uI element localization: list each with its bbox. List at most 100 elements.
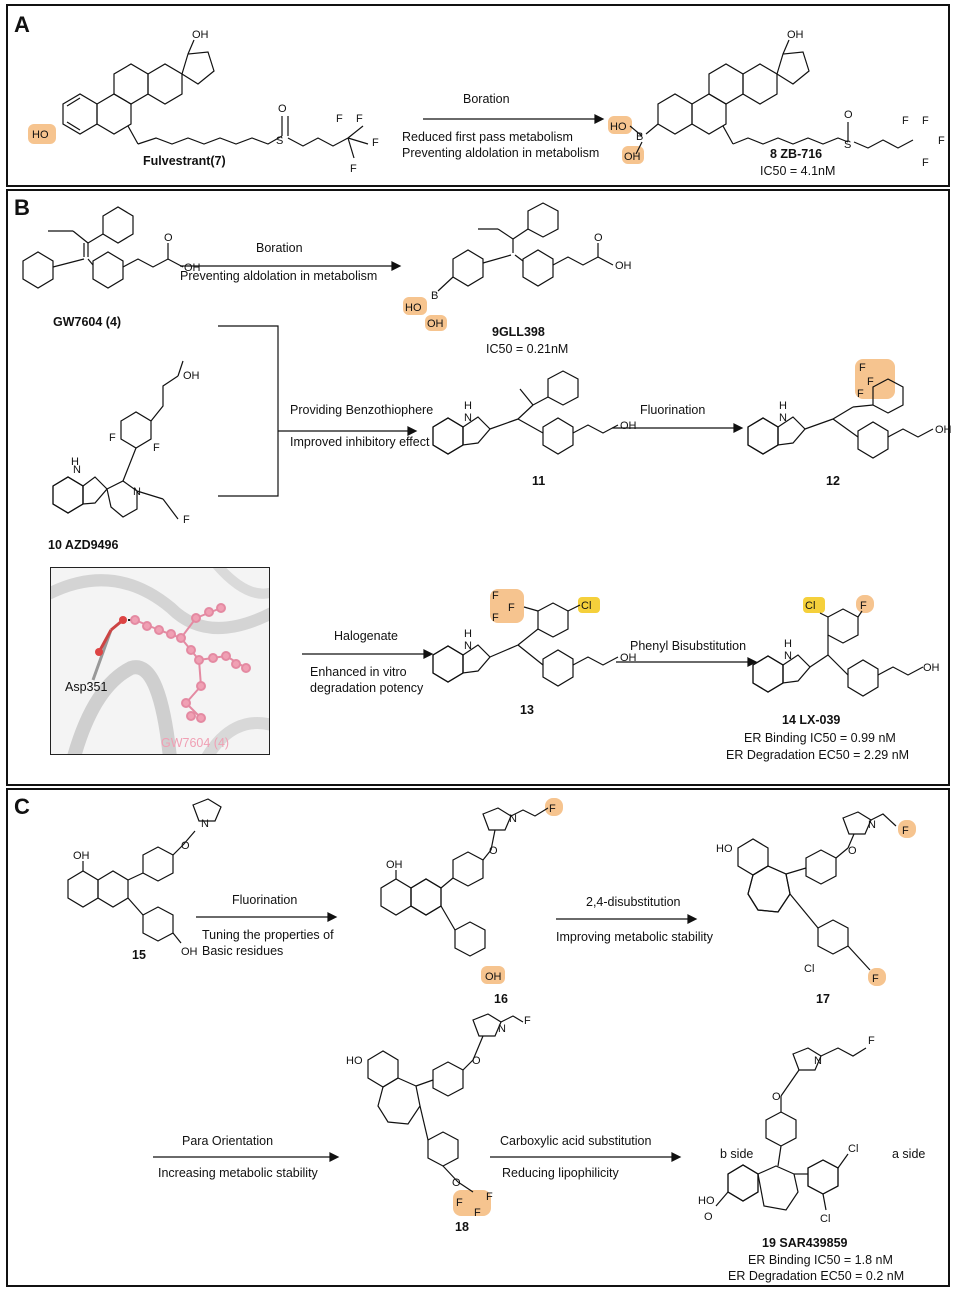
panel-c-arrow3-bottom: Increasing metabolic stability <box>158 1166 318 1180</box>
svg-text:Cl: Cl <box>581 600 591 612</box>
svg-text:F: F <box>492 590 499 602</box>
svg-text:F: F <box>867 376 874 388</box>
compound-13-label: 13 <box>520 703 534 717</box>
svg-text:F: F <box>486 1191 493 1203</box>
panel-a-arrow-bottom-1: Reduced first pass metabolism <box>402 130 573 144</box>
compound-zb716-ic50: IC50 = 4.1nM <box>760 164 836 178</box>
panel-b-arrow4-top: Halogenate <box>334 629 398 643</box>
svg-text:H: H <box>464 400 472 412</box>
svg-text:N: N <box>464 412 472 424</box>
svg-text:F: F <box>492 612 499 624</box>
compound-16-label: 16 <box>494 992 508 1006</box>
compound-16-structure: OHO NF OH <box>380 798 563 984</box>
compound-12-label: 12 <box>826 474 840 488</box>
b-side-label: b side <box>720 1147 754 1161</box>
panel-c-arrow3-top: Para Orientation <box>182 1134 274 1148</box>
compound-9gll398-label: 9GLL398 <box>492 325 545 339</box>
svg-text:B: B <box>636 131 643 143</box>
gw7604-structure: OHO <box>22 206 201 289</box>
svg-text:HO: HO <box>610 121 627 133</box>
svg-text:OH: OH <box>624 151 641 163</box>
panel-b-arrow4 <box>302 649 434 659</box>
compound-zb716-label: 8 ZB-716 <box>770 147 823 161</box>
svg-text:HO: HO <box>405 302 422 314</box>
svg-text:O: O <box>472 1055 481 1067</box>
svg-text:S: S <box>276 135 283 147</box>
inset-ligand-label: GW7604 (4) <box>161 736 230 750</box>
panel-c-arrow4 <box>490 1152 682 1162</box>
docking-render <box>51 568 269 754</box>
svg-text:N: N <box>779 412 787 424</box>
svg-text:OH: OH <box>620 420 637 432</box>
panel-c-arrow3 <box>153 1152 340 1162</box>
svg-text:N: N <box>464 640 472 652</box>
svg-text:F: F <box>922 115 929 127</box>
svg-text:N: N <box>868 819 876 831</box>
svg-text:F: F <box>183 514 190 526</box>
panel-c-arrow2 <box>556 914 698 924</box>
svg-text:O: O <box>164 232 173 244</box>
svg-text:F: F <box>372 137 379 149</box>
panel-b-arrow3 <box>612 423 744 433</box>
svg-text:F: F <box>109 432 116 444</box>
compound-17-label: 17 <box>816 992 830 1006</box>
svg-text:F: F <box>922 157 929 169</box>
compound-19-label: 19 SAR439859 <box>762 1236 848 1250</box>
svg-text:H: H <box>71 456 79 468</box>
panel-c-label: C <box>14 794 30 819</box>
svg-text:F: F <box>872 973 879 985</box>
compound-12-structure: FFF HN OH <box>747 359 952 459</box>
svg-text:F: F <box>902 115 909 127</box>
svg-text:N: N <box>814 1055 822 1067</box>
svg-text:OH: OH <box>923 662 940 674</box>
svg-text:F: F <box>508 602 515 614</box>
svg-text:HO: HO <box>346 1055 363 1067</box>
svg-text:F: F <box>350 163 357 175</box>
svg-text:OH: OH <box>386 859 403 871</box>
panel-b-arrow4-bottom-1: Enhanced in vitro <box>310 665 407 679</box>
svg-text:F: F <box>902 825 909 837</box>
compound-19-binding: ER Binding IC50 = 1.8 nM <box>748 1253 893 1267</box>
svg-text:F: F <box>938 135 945 147</box>
svg-text:Cl: Cl <box>820 1213 830 1225</box>
compound-11-label: 11 <box>532 474 546 488</box>
svg-text:O: O <box>848 845 857 857</box>
compound-14-label: 14 LX-039 <box>782 713 841 727</box>
svg-text:F: F <box>153 442 160 454</box>
panel-b-arrow5-top: Phenyl Bisubstitution <box>630 639 747 653</box>
svg-text:OH: OH <box>183 370 200 382</box>
svg-text:O: O <box>181 840 190 852</box>
inset-residue-label: Asp351 <box>65 680 108 694</box>
panel-b-arrow3-top: Fluorination <box>640 403 706 417</box>
svg-text:OH: OH <box>192 29 209 41</box>
svg-text:F: F <box>456 1197 463 1209</box>
svg-text:OH: OH <box>427 318 444 330</box>
svg-text:F: F <box>868 1035 875 1047</box>
svg-text:F: F <box>860 600 867 612</box>
panel-a-arrow-top: Boration <box>463 92 510 106</box>
svg-text:O: O <box>594 232 603 244</box>
compound-gw7604-label: GW7604 (4) <box>53 315 122 329</box>
svg-text:N: N <box>73 464 81 476</box>
panel-c-arrow2-top: 2,4-disubstitution <box>586 895 681 909</box>
svg-text:Cl: Cl <box>804 963 814 975</box>
panel-c-arrow4-top: Carboxylic acid substitution <box>500 1134 652 1148</box>
panel-b-arrow2-top: Providing Benzothiophere <box>290 403 434 417</box>
svg-text:O: O <box>278 103 287 115</box>
svg-text:B: B <box>431 290 438 302</box>
compound-13-structure: FFF Cl HN OH <box>432 589 637 687</box>
compound-9gll398-ic50: IC50 = 0.21nM <box>486 342 569 356</box>
svg-text:S: S <box>844 139 851 151</box>
svg-text:HO: HO <box>716 843 733 855</box>
panel-c-arrow1-bottom-2: Basic residues <box>202 944 284 958</box>
svg-text:O: O <box>844 109 853 121</box>
compound-19-degradation: ER Degradation EC50 = 0.2 nM <box>728 1269 905 1283</box>
panel-b-arrow2-bottom: Improved inhibitory effect <box>290 435 430 449</box>
compound-azd9496-label: 10 AZD9496 <box>48 538 119 552</box>
